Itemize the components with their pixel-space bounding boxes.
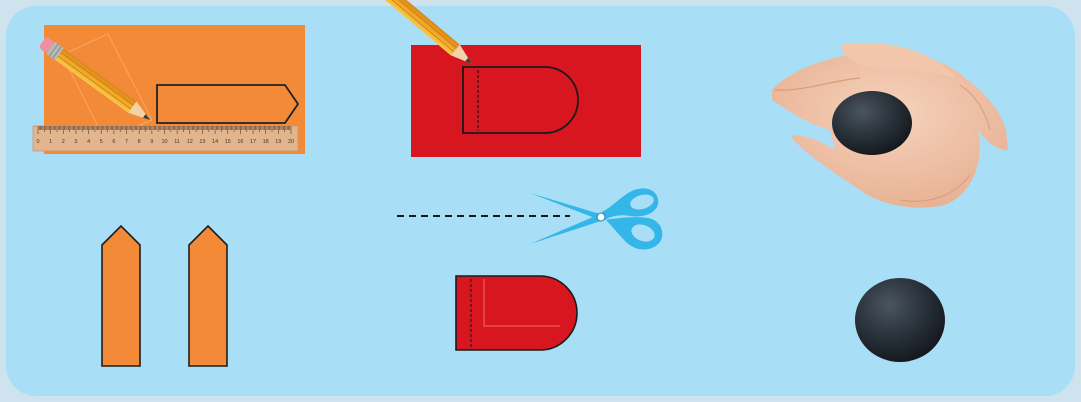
- ruler-tick-label: 4: [87, 139, 90, 145]
- ruler-tick-label: 2: [62, 139, 65, 145]
- ruler-tick-label: 15: [225, 139, 231, 145]
- ruler-tick-label: 5: [100, 139, 103, 145]
- step-roll-clay: [772, 43, 1008, 208]
- ruler-tick-label: 12: [187, 139, 193, 145]
- ruler-tick-label: 19: [275, 139, 281, 145]
- ruler-tick-label: 9: [150, 139, 153, 145]
- ruler-tick-label: 3: [74, 139, 77, 145]
- ruler-tick-label: 0: [36, 139, 39, 145]
- ruler-tick-label: 18: [263, 139, 269, 145]
- ruler-tick-label: 20: [288, 139, 294, 145]
- ruler-tick-label: 6: [112, 139, 115, 145]
- ruler-tick-label: 14: [212, 139, 218, 145]
- step-cut-with-scissors: [397, 188, 662, 249]
- orange-arrow-cutout: [102, 226, 140, 366]
- ruler-tick-label: 16: [237, 139, 243, 145]
- scissors-icon: [530, 188, 662, 249]
- ruler-tick-label: 11: [174, 139, 180, 145]
- ruler-tick-label: 8: [138, 139, 141, 145]
- arrow-outline-shape: [157, 85, 298, 123]
- red-paper-sheet: [411, 45, 641, 157]
- step-clay-ball: [855, 278, 945, 362]
- step-red-cutout: [456, 276, 577, 350]
- step-orange-cutouts: [102, 226, 227, 366]
- red-tab-cutout: [456, 276, 577, 350]
- clay-ball-icon: [855, 278, 945, 362]
- ruler-tick-label: 1: [49, 139, 52, 145]
- orange-arrow-cutout: [189, 226, 227, 366]
- ruler-tick-label: 10: [161, 139, 167, 145]
- ruler-tick-label: 17: [250, 139, 256, 145]
- ruler-tick-label: 7: [125, 139, 128, 145]
- step-trace-red-paper: [365, 0, 641, 157]
- clay-ball-icon: [832, 91, 912, 155]
- ruler-tick-label: 13: [199, 139, 205, 145]
